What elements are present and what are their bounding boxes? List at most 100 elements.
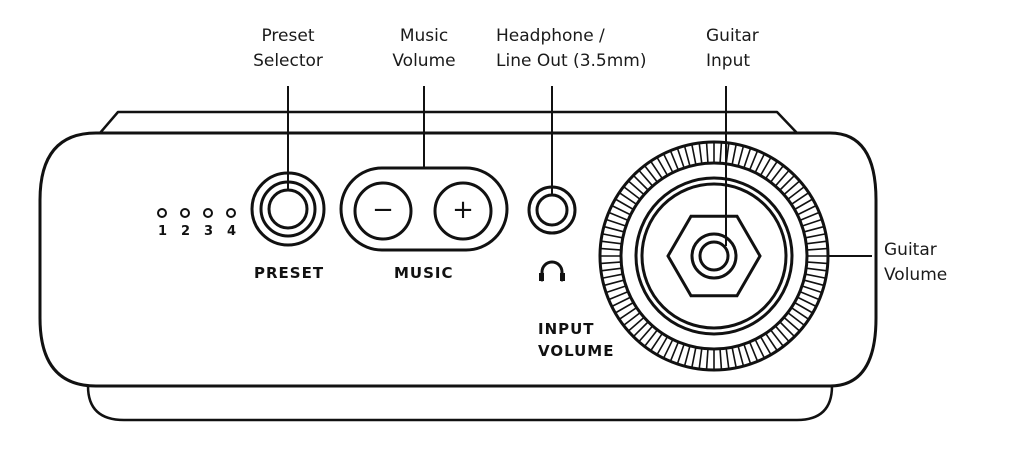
knob-ridge [619, 192, 637, 205]
knob-ridge [804, 279, 824, 286]
callout-music-volume: Music Volume [392, 26, 456, 71]
knob-ridge [656, 337, 668, 355]
knob-ridge [663, 154, 674, 173]
preset-led-2 [180, 208, 190, 218]
knob-ridge [788, 186, 805, 200]
knob-ridge [788, 312, 805, 326]
callout-headphone-line-out: Headphone / Line Out (3.5mm) [496, 26, 647, 71]
knob-ridge [749, 342, 758, 361]
knob-ridge [650, 333, 663, 351]
callout-guitar-input: Guitar Input [706, 26, 759, 71]
knob-ridge [807, 267, 827, 272]
knob-ridge [800, 291, 819, 300]
knob-ridge [612, 296, 631, 307]
knob-ridge [601, 267, 621, 272]
knob-ridge [770, 165, 784, 182]
knob-ridge [806, 233, 825, 239]
knob-ridge [604, 279, 624, 286]
knob-ridge [623, 186, 640, 200]
knob-ridge [731, 348, 737, 367]
knob-ridge [797, 296, 816, 307]
knob-ridges [601, 143, 827, 369]
music-minus-button [353, 181, 413, 241]
knob-ridge [691, 145, 697, 164]
knob-ridge [719, 349, 723, 369]
knob-ridge [676, 344, 685, 364]
preset-number-4: 4 [227, 224, 237, 239]
knob-ridge [612, 205, 631, 216]
music-label: MUSIC [394, 264, 454, 282]
music-plus-button [433, 181, 493, 241]
knob-ridge [609, 291, 628, 300]
preset-led-3 [203, 208, 213, 218]
knob-ridge [676, 148, 685, 168]
knob-ridge [743, 148, 752, 168]
knob-ridge [800, 212, 819, 221]
minus-symbol: − [372, 195, 394, 225]
knob-ridge [779, 175, 795, 191]
knob-ridge [609, 212, 628, 221]
knob-ridge [770, 330, 784, 347]
knob-ridge [623, 312, 640, 326]
headphone-icon [539, 260, 565, 282]
preset-number-3: 3 [204, 224, 214, 239]
knob-ridge [644, 165, 658, 182]
knob-ridge [737, 146, 744, 166]
knob-ridge [737, 346, 744, 366]
knob-ridge [670, 151, 679, 170]
knob-ridge [705, 143, 709, 163]
knob-ridge [784, 317, 800, 332]
knob-ridge [633, 321, 649, 337]
knob-ridge [705, 349, 709, 369]
knob-ridge [615, 302, 633, 314]
knob-ridge [650, 161, 663, 179]
knob-ridge [601, 261, 621, 265]
knob-ridge [731, 145, 737, 164]
knob-ridge [791, 192, 809, 205]
preset-label: PRESET [254, 264, 325, 282]
knob-ridge [802, 218, 822, 227]
knob-ridge [791, 307, 809, 320]
knob-ridge [638, 170, 653, 186]
knob-ridge [684, 146, 691, 166]
knob-ridge [784, 180, 800, 195]
knob-ridge [797, 205, 816, 216]
knob-ridge [743, 344, 752, 364]
knob-ridge [765, 333, 778, 351]
knob-ridge [807, 240, 827, 245]
knob-ridge [749, 151, 758, 170]
knob-ridge [698, 143, 703, 163]
knob-ridge [603, 233, 622, 239]
knob-ridge [633, 175, 649, 191]
knob-ridge [725, 349, 730, 369]
device-base [86, 384, 834, 422]
knob-ridge [804, 226, 824, 233]
input-volume-label: INPUT VOLUME [538, 320, 615, 360]
knob-ridge [795, 198, 813, 210]
knob-ridge [802, 285, 822, 294]
knob-ridge [619, 307, 637, 320]
knob-ridge [628, 180, 644, 195]
knob-ridge [670, 342, 679, 361]
knob-ridge [601, 247, 621, 251]
knob-ridge [806, 273, 825, 279]
knob-ridge [795, 302, 813, 314]
knob-ridge [691, 348, 697, 367]
knob-ridge [775, 170, 790, 186]
knob-ridge [684, 346, 691, 366]
knob-ridge [719, 143, 723, 163]
preset-number-2: 2 [181, 224, 191, 239]
device-top-rim [98, 110, 799, 135]
knob-ridge [606, 218, 626, 227]
knob-ridge [656, 157, 668, 175]
knob-ridge [775, 326, 790, 342]
callout-preset-selector: Preset Selector [253, 26, 323, 71]
preset-led-4 [226, 208, 236, 218]
knob-ridge [638, 326, 653, 342]
preset-number-1: 1 [158, 224, 168, 239]
knob-ridge [644, 330, 658, 347]
preset-leds [157, 208, 236, 218]
guitar-input-jack [666, 214, 762, 298]
plus-symbol: + [452, 195, 474, 225]
